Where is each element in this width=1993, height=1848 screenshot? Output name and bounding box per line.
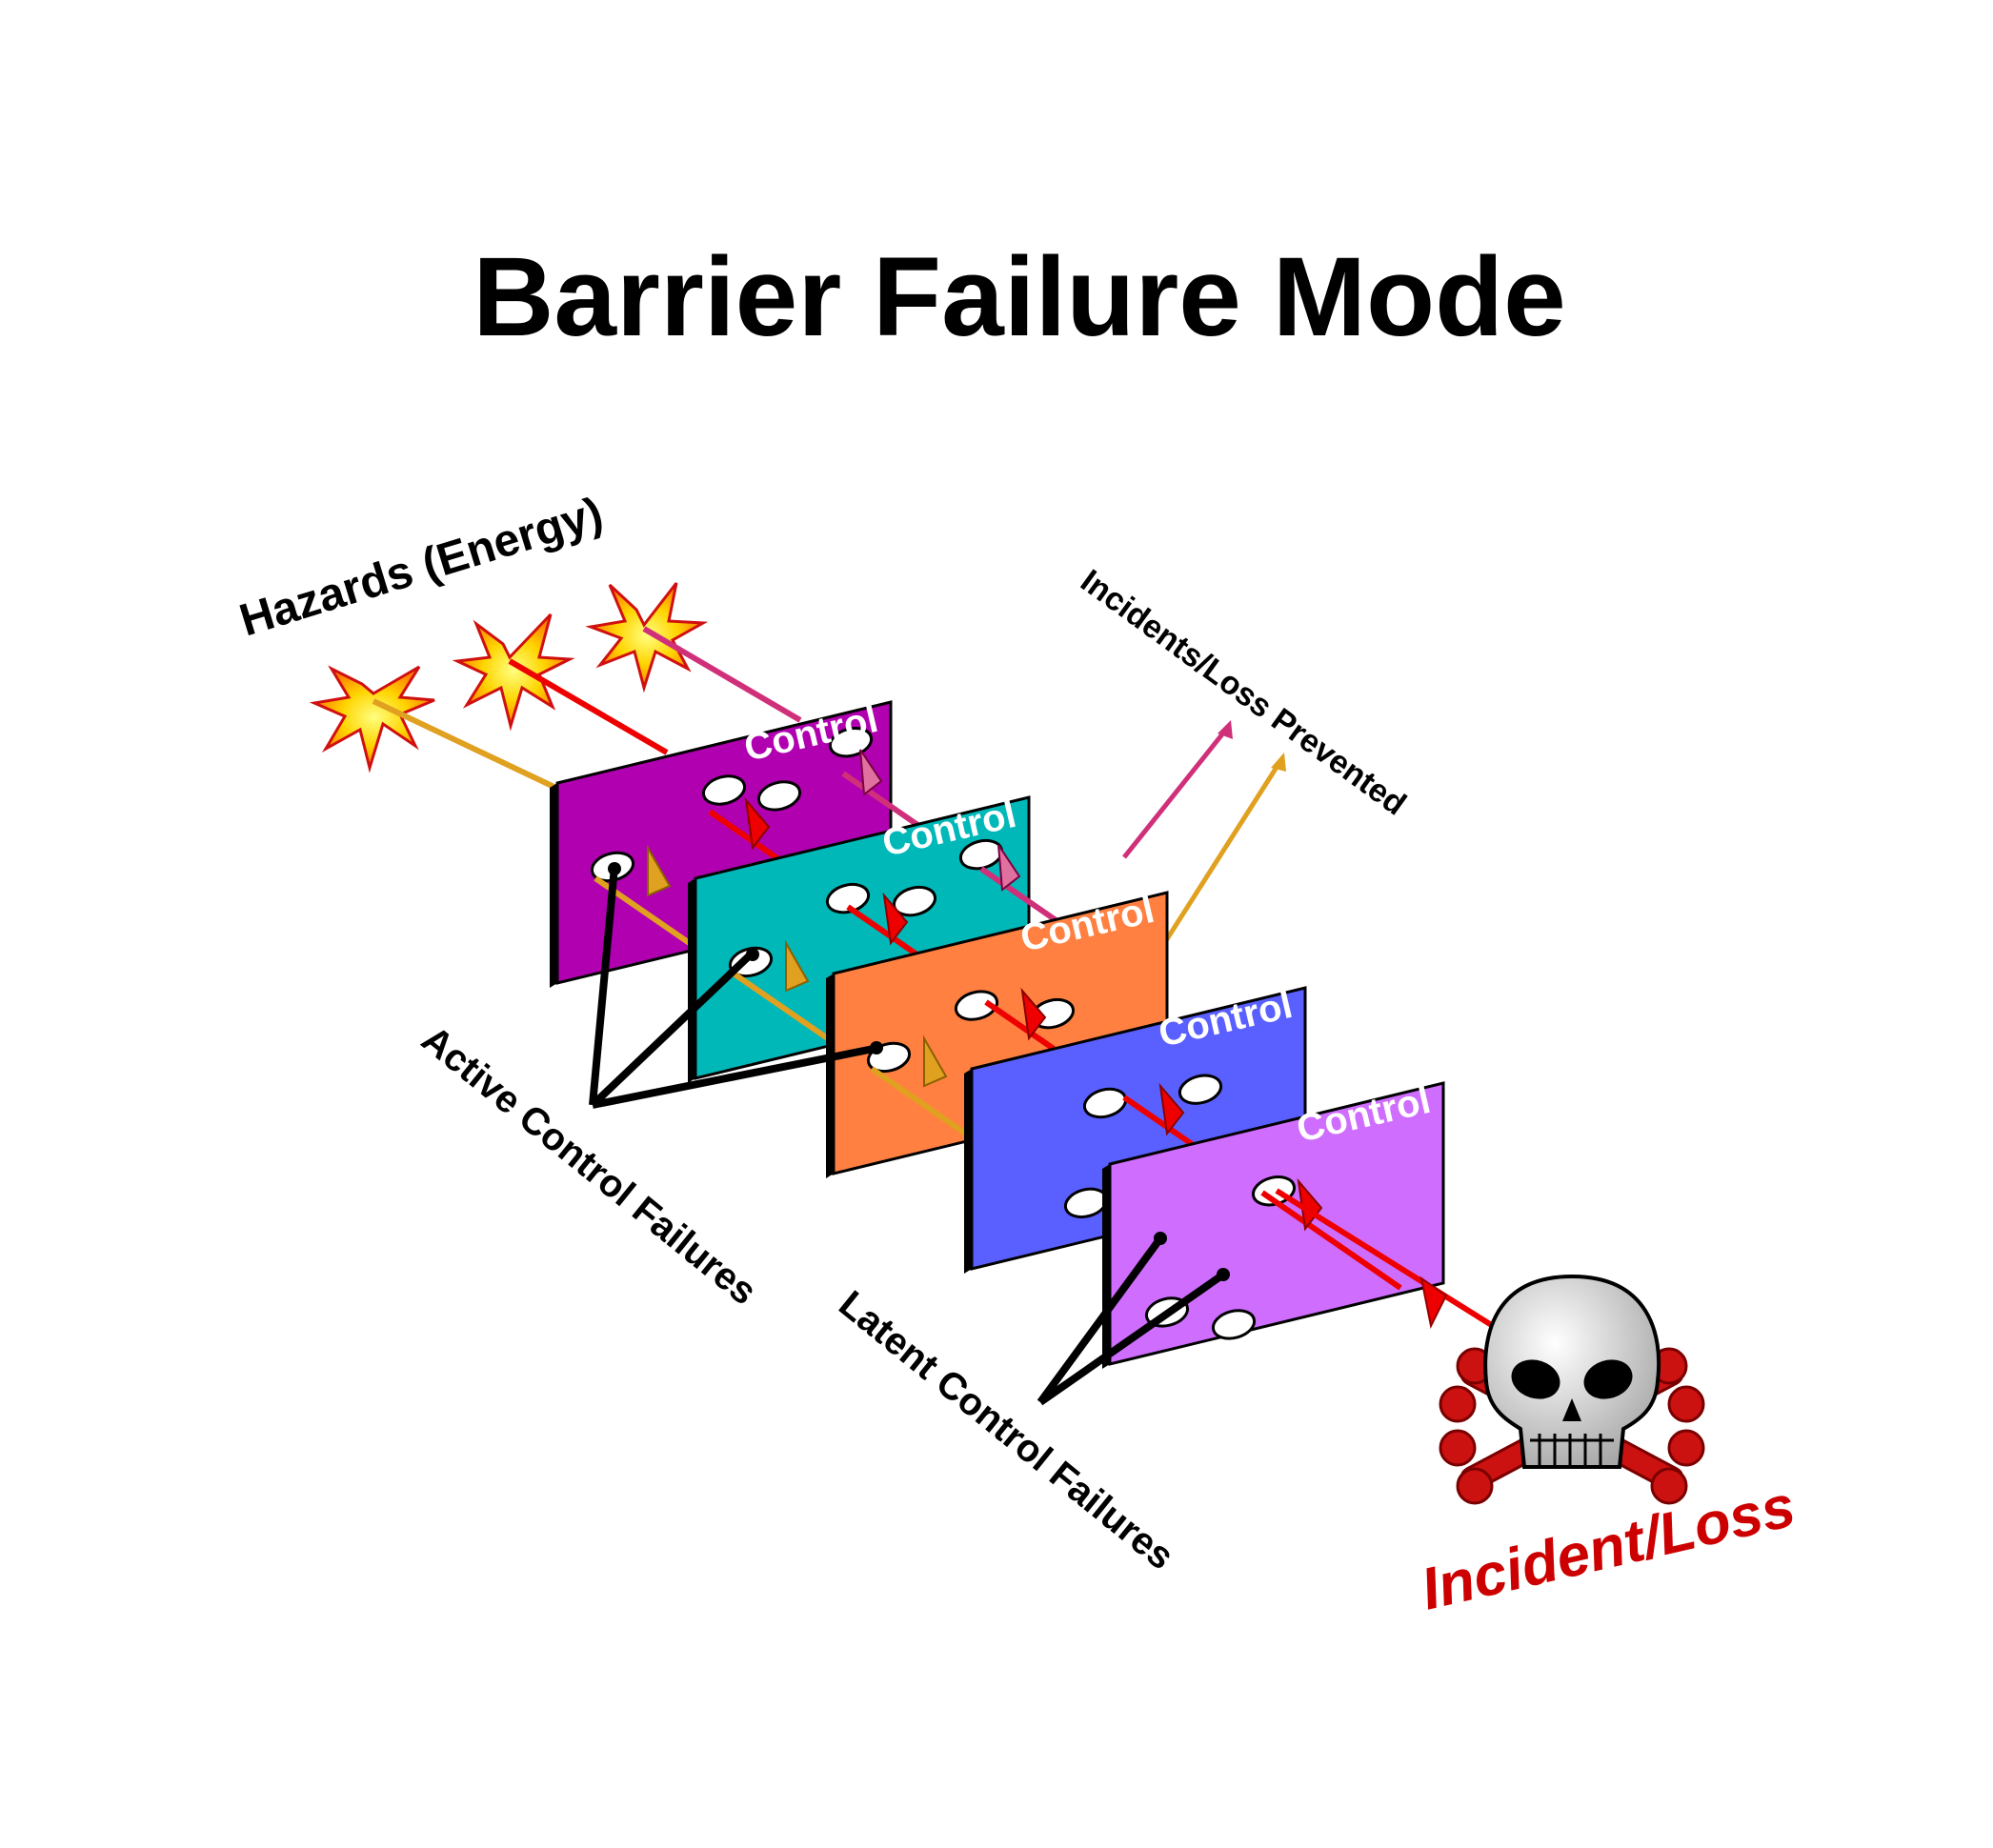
path-arrowhead (647, 844, 672, 897)
barrier-hole (756, 780, 802, 812)
path-arrowhead (997, 844, 1021, 892)
prevented-label: Incidents/Loss Prevented (1074, 563, 1413, 823)
page-title: Barrier Failure Mode (473, 234, 1566, 360)
barrier-hole (1211, 1309, 1257, 1340)
hazard-star-1-icon (309, 665, 435, 773)
path-red-segment (1260, 1190, 1402, 1291)
path-arrowhead (1158, 1082, 1185, 1136)
barrier-hole (701, 774, 747, 806)
hazard-path-red-end (1275, 1188, 1507, 1336)
hazard-star-3-icon (585, 582, 709, 693)
path-arrowhead (744, 796, 771, 851)
path-arrowhead (785, 939, 810, 993)
skull-crossbones-icon (1439, 1274, 1705, 1505)
path-arrowhead (1020, 987, 1047, 1041)
path-arrowhead (882, 892, 909, 946)
hazard-star-2-icon (452, 613, 575, 732)
hazard-path-yellow-start (372, 698, 564, 793)
path-arrowhead (859, 749, 883, 796)
path-arrowhead (923, 1034, 948, 1088)
prevented-arrow-pink (1122, 720, 1233, 859)
barrier-hole (1178, 1074, 1223, 1105)
hazard-path-red-start (508, 658, 669, 755)
hazards-label: Hazards (Energy) (234, 488, 609, 646)
hazard-path-pink-start (642, 626, 802, 723)
latent-failure-pointers (1037, 1235, 1226, 1406)
active-failure-pointers (589, 866, 879, 1109)
barrier-hole (954, 990, 999, 1021)
path-arrowhead (1419, 1276, 1448, 1330)
